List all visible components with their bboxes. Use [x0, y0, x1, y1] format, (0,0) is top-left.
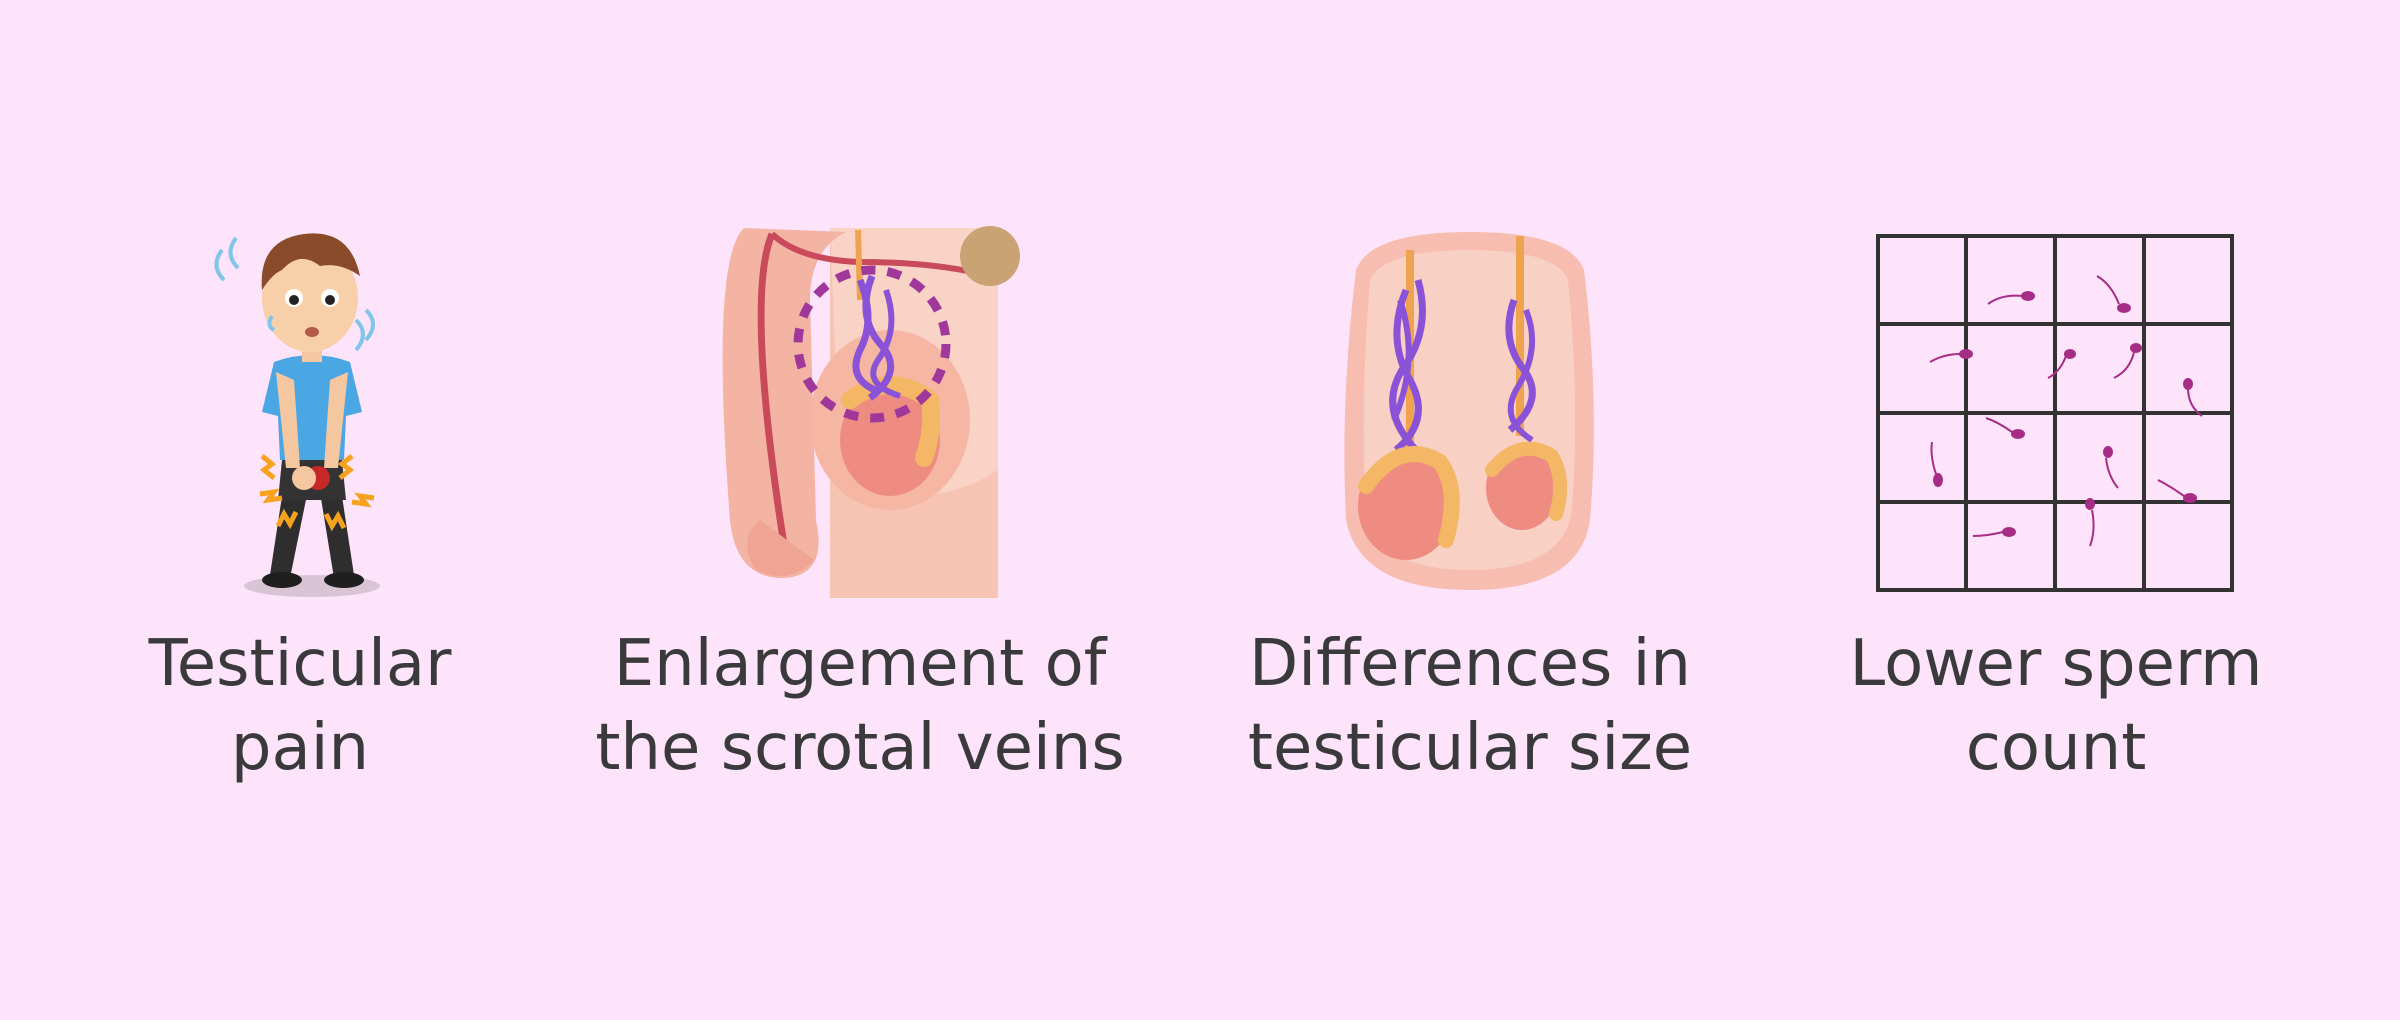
caption-size-difference: Differences in testicular size: [1170, 622, 1770, 790]
scrotal-veins-cross-section-icon: [722, 226, 1020, 598]
uneven-testicles-icon: [1344, 232, 1594, 590]
caption-low-sperm: Lower sperm count: [1756, 622, 2356, 790]
caption-line: Testicular: [148, 627, 452, 701]
panel-size-difference: Differences in testicular size: [1170, 0, 1770, 1020]
caption-line: testicular size: [1247, 711, 1693, 785]
panel-enlarged-veins: Enlargement of the scrotal veins: [560, 0, 1160, 1020]
boy-in-pain-icon: [214, 233, 380, 597]
caption-enlarged-veins: Enlargement of the scrotal veins: [560, 622, 1160, 790]
panel-testicular-pain: Testicular pain: [0, 0, 600, 1020]
caption-line: pain: [230, 711, 370, 785]
sperm-count-grid-icon: [1876, 234, 2234, 592]
caption-line: Differences in: [1249, 627, 1691, 701]
caption-line: Lower sperm: [1849, 627, 2263, 701]
caption-line: count: [1965, 711, 2147, 785]
panel-low-sperm: Lower sperm count: [1756, 0, 2356, 1020]
caption-line: the scrotal veins: [595, 711, 1125, 785]
caption-testicular-pain: Testicular pain: [0, 622, 600, 790]
caption-line: Enlargement of: [613, 627, 1107, 701]
